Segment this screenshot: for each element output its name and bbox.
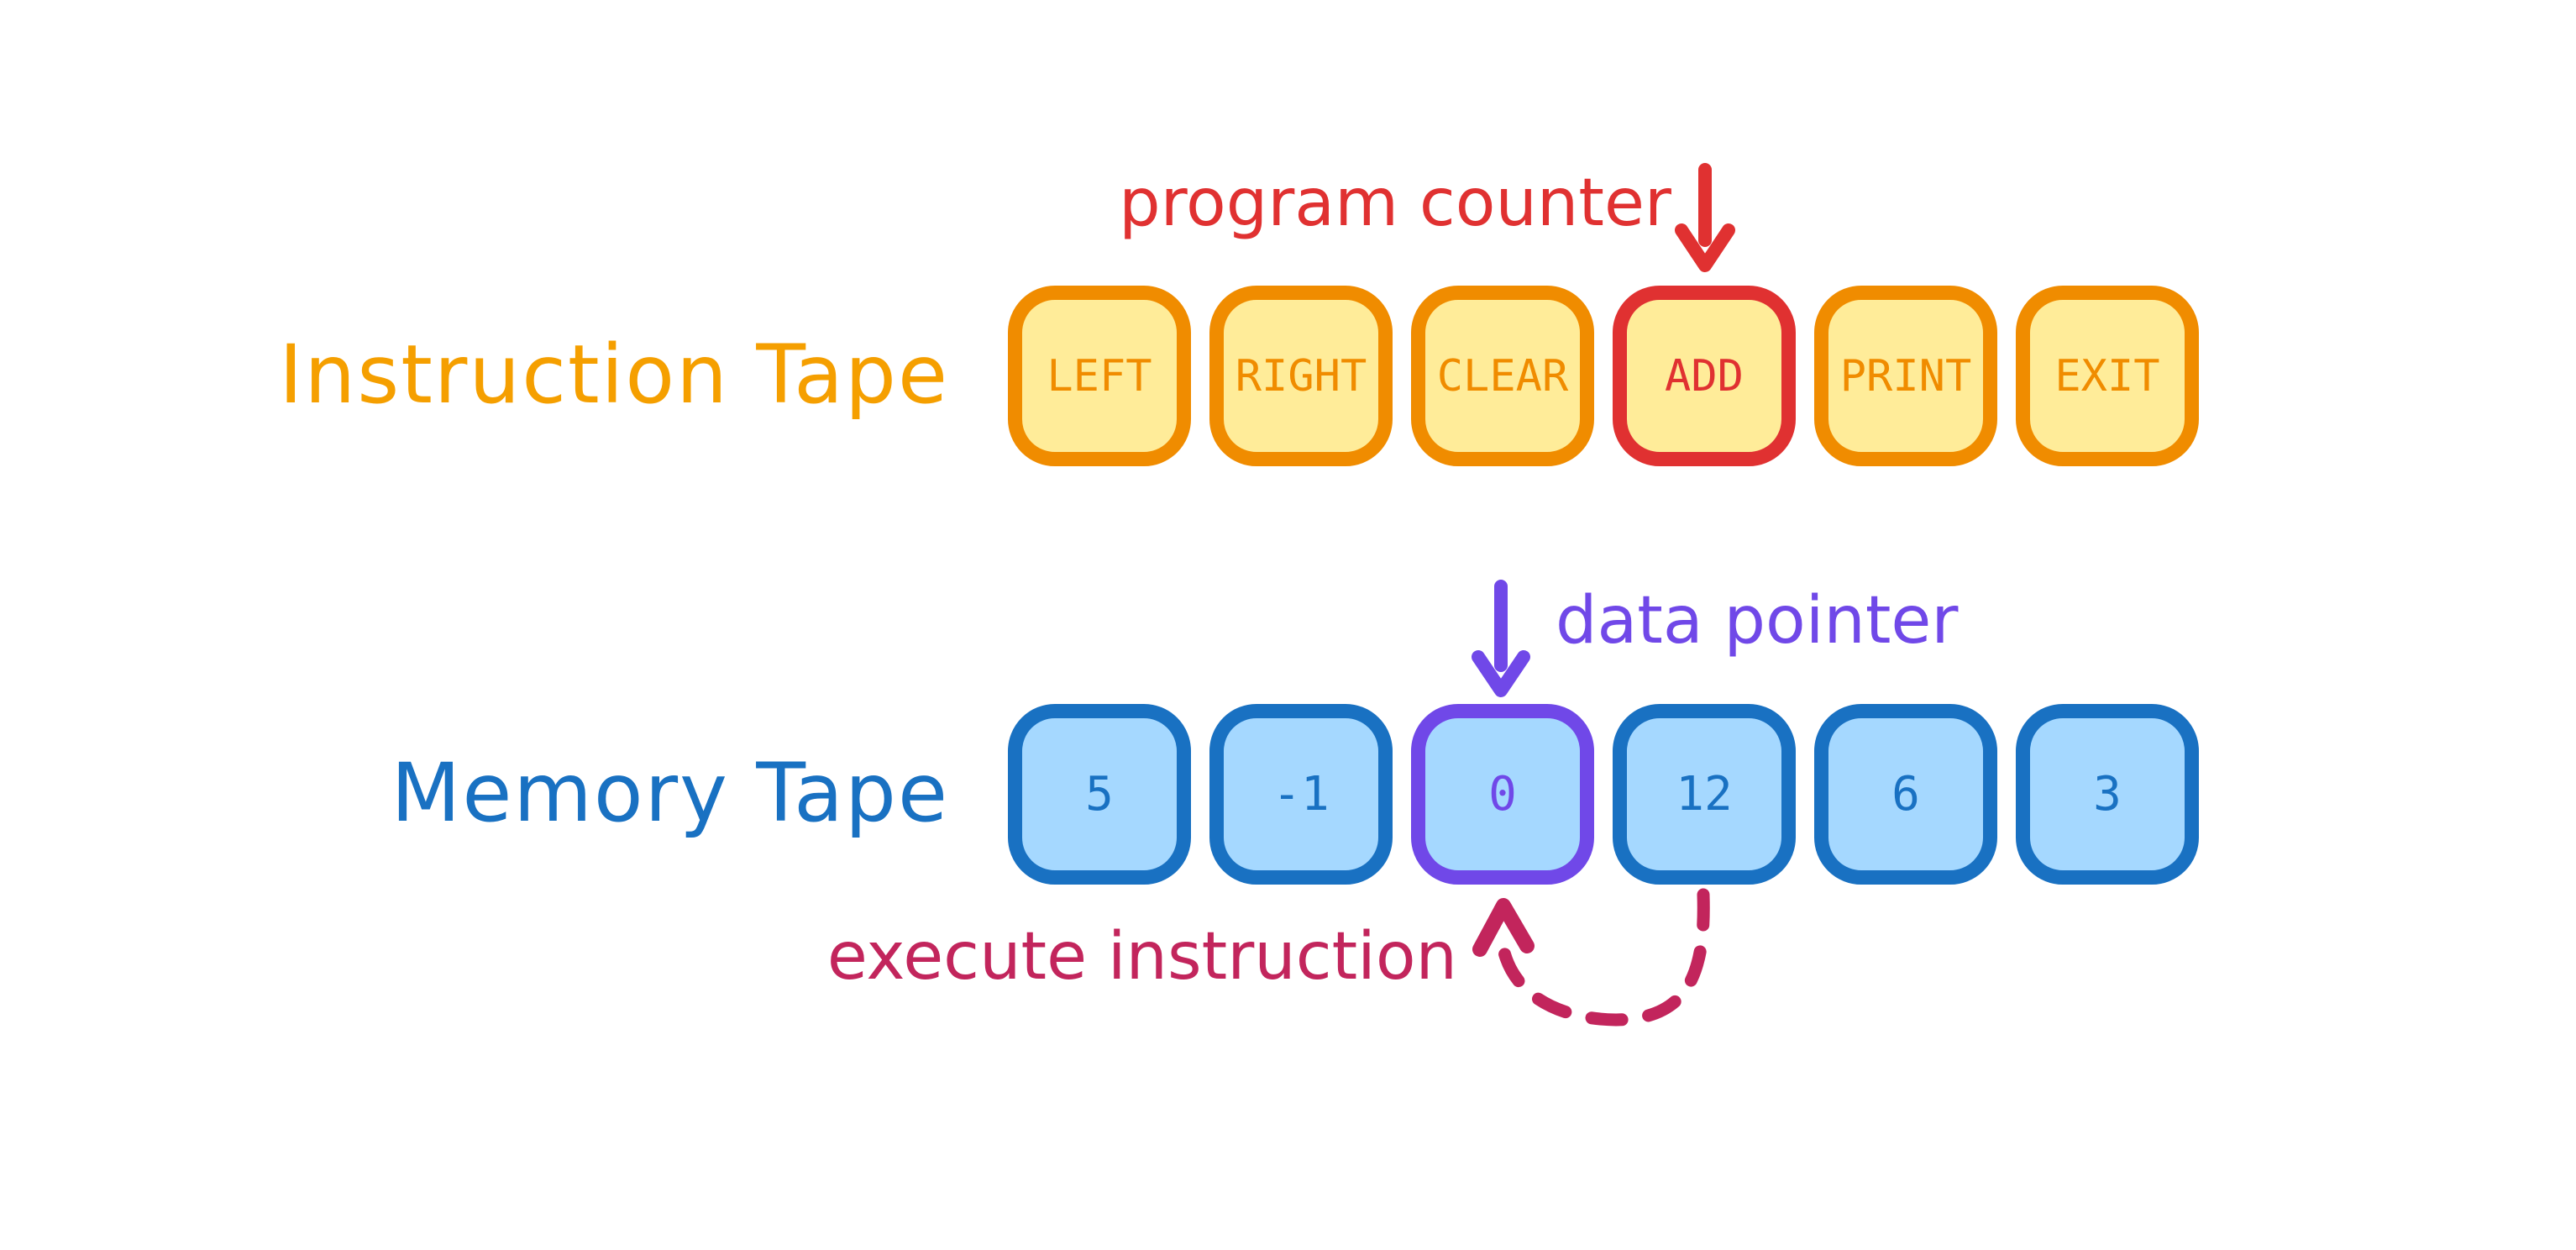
instruction-cell-add-active: ADD bbox=[1613, 286, 1796, 466]
memory-cell-1: -1 bbox=[1209, 704, 1393, 885]
data-pointer-arrow-icon bbox=[1472, 580, 1530, 697]
instruction-cell-right: RIGHT bbox=[1209, 286, 1393, 466]
instruction-tape: LEFT RIGHT CLEAR ADD PRINT EXIT bbox=[1008, 286, 2199, 466]
instruction-cell-clear: CLEAR bbox=[1411, 286, 1594, 466]
memory-cell-3: 12 bbox=[1613, 704, 1796, 885]
execute-instruction-label: execute instruction bbox=[826, 919, 1457, 995]
instruction-cell-print: PRINT bbox=[1814, 286, 1997, 466]
memory-cell-4: 6 bbox=[1814, 704, 1997, 885]
memory-tape: 5 -1 0 12 6 3 bbox=[1008, 704, 2199, 885]
program-counter-arrow-icon bbox=[1675, 163, 1735, 272]
memory-cell-5: 3 bbox=[2016, 704, 2199, 885]
instruction-tape-label: Instruction Tape bbox=[279, 328, 949, 422]
memory-cell-0: 5 bbox=[1008, 704, 1191, 885]
program-counter-label: program counter bbox=[1119, 165, 1671, 241]
memory-cell-2-active: 0 bbox=[1411, 704, 1594, 885]
memory-tape-label: Memory Tape bbox=[391, 746, 949, 840]
data-pointer-label: data pointer bbox=[1556, 583, 1959, 659]
execute-instruction-arrow-icon bbox=[1472, 888, 1710, 1027]
instruction-cell-exit: EXIT bbox=[2016, 286, 2199, 466]
instruction-cell-left: LEFT bbox=[1008, 286, 1191, 466]
